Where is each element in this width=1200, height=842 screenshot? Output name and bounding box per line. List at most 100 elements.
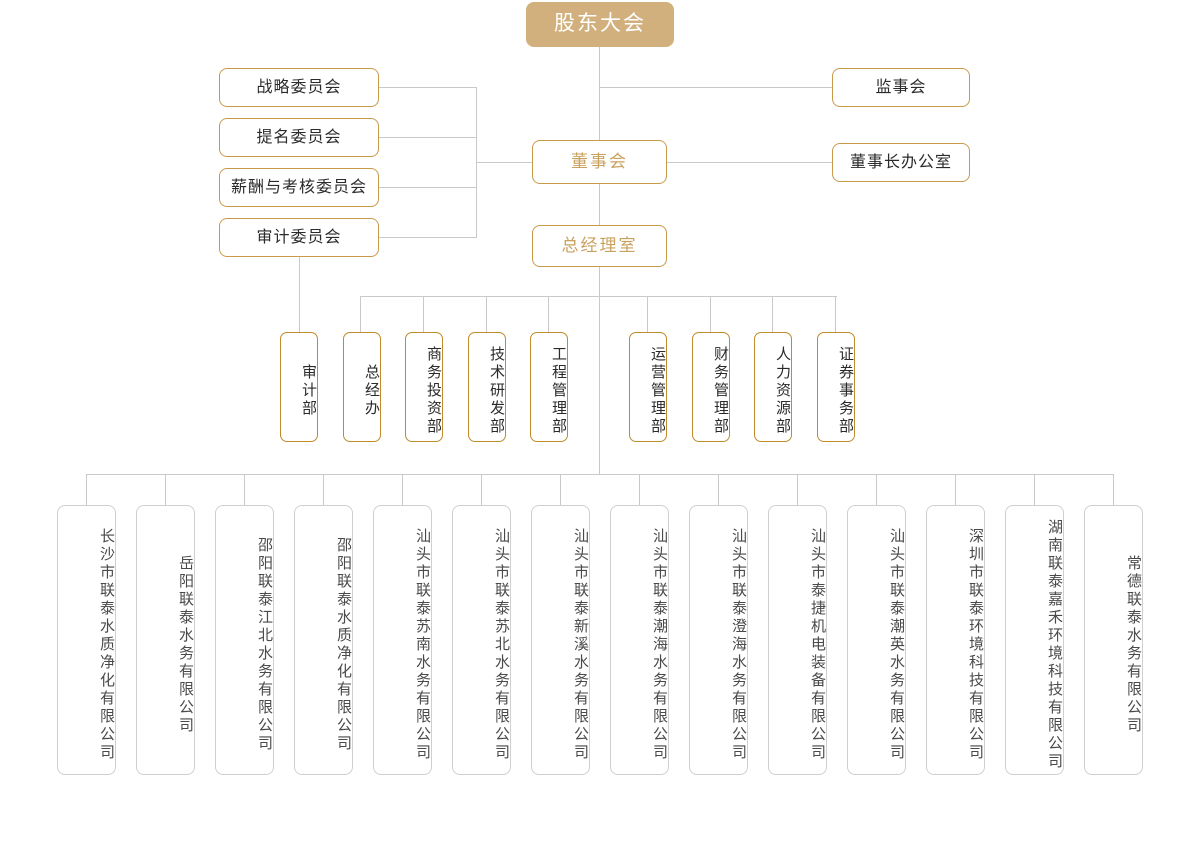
node-subsidiary-shantou-liantai-xinxi-water[interactable]: 汕头市联泰新溪水务有限公司	[531, 505, 590, 775]
node-dept-business-investment[interactable]: 商务投资部	[405, 332, 443, 442]
node-label: 汕头市联泰潮海水务有限公司	[651, 528, 668, 762]
node-label: 战略委员会	[256, 78, 342, 96]
connector-subsidiary-drop-0	[86, 474, 87, 505]
node-label: 汕头市联泰潮英水务有限公司	[888, 528, 905, 762]
connector-subsidiary-drop-8	[718, 474, 719, 505]
connector-subsidiary-drop-10	[876, 474, 877, 505]
node-label: 审计委员会	[256, 228, 342, 246]
node-subsidiary-shaoyang-liantai-jiangbei-water[interactable]: 邵阳联泰江北水务有限公司	[215, 505, 274, 775]
connector-subsidiary-bus	[86, 474, 1114, 475]
node-dept-technology-rd[interactable]: 技术研发部	[468, 332, 506, 442]
node-subsidiary-hunan-liantai-jiahe-environment-tech[interactable]: 湖南联泰嘉禾环境科技有限公司	[1005, 505, 1064, 775]
node-subsidiary-shantou-liantai-chaoying-water[interactable]: 汕头市联泰潮英水务有限公司	[847, 505, 906, 775]
connector-gm-to-dept-bus	[599, 267, 600, 296]
node-label: 深圳市联泰环境科技有限公司	[967, 528, 984, 762]
connector-subsidiary-drop-13	[1113, 474, 1114, 505]
node-board-of-directors[interactable]: 董事会	[532, 140, 667, 184]
connector-subsidiary-drop-12	[1034, 474, 1035, 505]
connector-board-to-gm	[599, 184, 600, 225]
node-label: 汕头市联泰苏南水务有限公司	[414, 528, 431, 762]
node-dept-general-affairs[interactable]: 总经办	[343, 332, 381, 442]
node-dept-operations-management[interactable]: 运营管理部	[629, 332, 667, 442]
node-label: 薪酬与考核委员会	[230, 178, 367, 196]
node-subsidiary-shantou-liantai-chenghai-water[interactable]: 汕头市联泰澄海水务有限公司	[689, 505, 748, 775]
connector-subsidiary-drop-7	[639, 474, 640, 505]
connector-board-trunk-to-supervisory	[599, 87, 832, 88]
node-label: 董事会	[571, 152, 628, 172]
node-subsidiary-shenzhen-liantai-environment-tech[interactable]: 深圳市联泰环境科技有限公司	[926, 505, 985, 775]
node-label: 总经理室	[561, 236, 638, 256]
node-label: 董事长办公室	[849, 153, 952, 171]
node-subsidiary-shantou-liantai-sunan-water[interactable]: 汕头市联泰苏南水务有限公司	[373, 505, 432, 775]
node-label: 汕头市联泰新溪水务有限公司	[572, 528, 589, 762]
node-subsidiary-shaoyang-liantai-water-purification[interactable]: 邵阳联泰水质净化有限公司	[294, 505, 353, 775]
connector-dept-drop-7	[772, 296, 773, 332]
node-general-manager-office[interactable]: 总经理室	[532, 225, 667, 267]
connector-gm-trunk-to-subsidiary-bus	[599, 296, 600, 474]
node-subsidiary-shantou-taijie-electromechanical[interactable]: 汕头市泰捷机电装备有限公司	[768, 505, 827, 775]
connector-audit-committee-to-audit-dept	[299, 257, 300, 332]
node-label: 监事会	[875, 78, 927, 96]
node-label: 湖南联泰嘉禾环境科技有限公司	[1046, 519, 1063, 771]
node-subsidiary-shantou-liantai-subei-water[interactable]: 汕头市联泰苏北水务有限公司	[452, 505, 511, 775]
connector-dept-drop-8	[835, 296, 836, 332]
node-label: 股东大会	[554, 12, 646, 36]
node-label: 汕头市联泰苏北水务有限公司	[493, 528, 510, 762]
node-label: 人力资源部	[774, 346, 791, 436]
connector-subsidiary-drop-6	[560, 474, 561, 505]
connector-dept-drop-5	[647, 296, 648, 332]
connector-committee-bus-to-board	[476, 162, 532, 163]
node-label: 审计部	[300, 364, 317, 418]
connector-committee-stub-1	[379, 137, 477, 138]
node-label: 汕头市联泰澄海水务有限公司	[730, 528, 747, 762]
node-subsidiary-yueyang-liantai-water[interactable]: 岳阳联泰水务有限公司	[136, 505, 195, 775]
connector-board-to-chairman-office	[667, 162, 832, 163]
connector-dept-bus	[360, 296, 837, 297]
node-label: 岳阳联泰水务有限公司	[177, 555, 194, 735]
node-committee-strategy[interactable]: 战略委员会	[219, 68, 379, 107]
node-label: 提名委员会	[256, 128, 342, 146]
node-label: 邵阳联泰江北水务有限公司	[256, 537, 273, 753]
connector-committee-stub-0	[379, 87, 477, 88]
node-subsidiary-changsha-liantai-water-purification[interactable]: 长沙市联泰水质净化有限公司	[57, 505, 116, 775]
node-committee-remuneration-appraisal[interactable]: 薪酬与考核委员会	[219, 168, 379, 207]
node-label: 证券事务部	[837, 346, 854, 436]
connector-shareholders-to-board	[599, 47, 600, 140]
connector-dept-drop-6	[710, 296, 711, 332]
node-subsidiary-shantou-liantai-chaohai-water[interactable]: 汕头市联泰潮海水务有限公司	[610, 505, 669, 775]
node-shareholders-meeting[interactable]: 股东大会	[526, 2, 674, 47]
connector-dept-drop-4	[548, 296, 549, 332]
node-label: 商务投资部	[425, 346, 442, 436]
node-label: 运营管理部	[649, 346, 666, 436]
connector-dept-drop-3	[486, 296, 487, 332]
connector-committee-stub-3	[379, 237, 477, 238]
node-subsidiary-changde-liantai-water[interactable]: 常德联泰水务有限公司	[1084, 505, 1143, 775]
node-dept-audit[interactable]: 审计部	[280, 332, 318, 442]
connector-dept-drop-1	[360, 296, 361, 332]
node-label: 总经办	[363, 364, 380, 418]
node-label: 技术研发部	[488, 346, 505, 436]
node-label: 邵阳联泰水质净化有限公司	[335, 537, 352, 753]
node-dept-human-resources[interactable]: 人力资源部	[754, 332, 792, 442]
node-dept-engineering-management[interactable]: 工程管理部	[530, 332, 568, 442]
connector-subsidiary-drop-9	[797, 474, 798, 505]
node-dept-finance-management[interactable]: 财务管理部	[692, 332, 730, 442]
node-label: 常德联泰水务有限公司	[1125, 555, 1142, 735]
node-label: 长沙市联泰水质净化有限公司	[98, 528, 115, 762]
node-label: 汕头市泰捷机电装备有限公司	[809, 528, 826, 762]
connector-subsidiary-drop-2	[244, 474, 245, 505]
connector-dept-drop-2	[423, 296, 424, 332]
node-committee-nomination[interactable]: 提名委员会	[219, 118, 379, 157]
node-supervisory-board[interactable]: 监事会	[832, 68, 970, 107]
connector-subsidiary-drop-5	[481, 474, 482, 505]
connector-committee-stub-2	[379, 187, 477, 188]
connector-subsidiary-drop-11	[955, 474, 956, 505]
node-dept-securities-affairs[interactable]: 证券事务部	[817, 332, 855, 442]
connector-subsidiary-drop-3	[323, 474, 324, 505]
connector-subsidiary-drop-4	[402, 474, 403, 505]
node-label: 财务管理部	[712, 346, 729, 436]
node-chairman-office[interactable]: 董事长办公室	[832, 143, 970, 182]
connector-subsidiary-drop-1	[165, 474, 166, 505]
node-committee-audit[interactable]: 审计委员会	[219, 218, 379, 257]
